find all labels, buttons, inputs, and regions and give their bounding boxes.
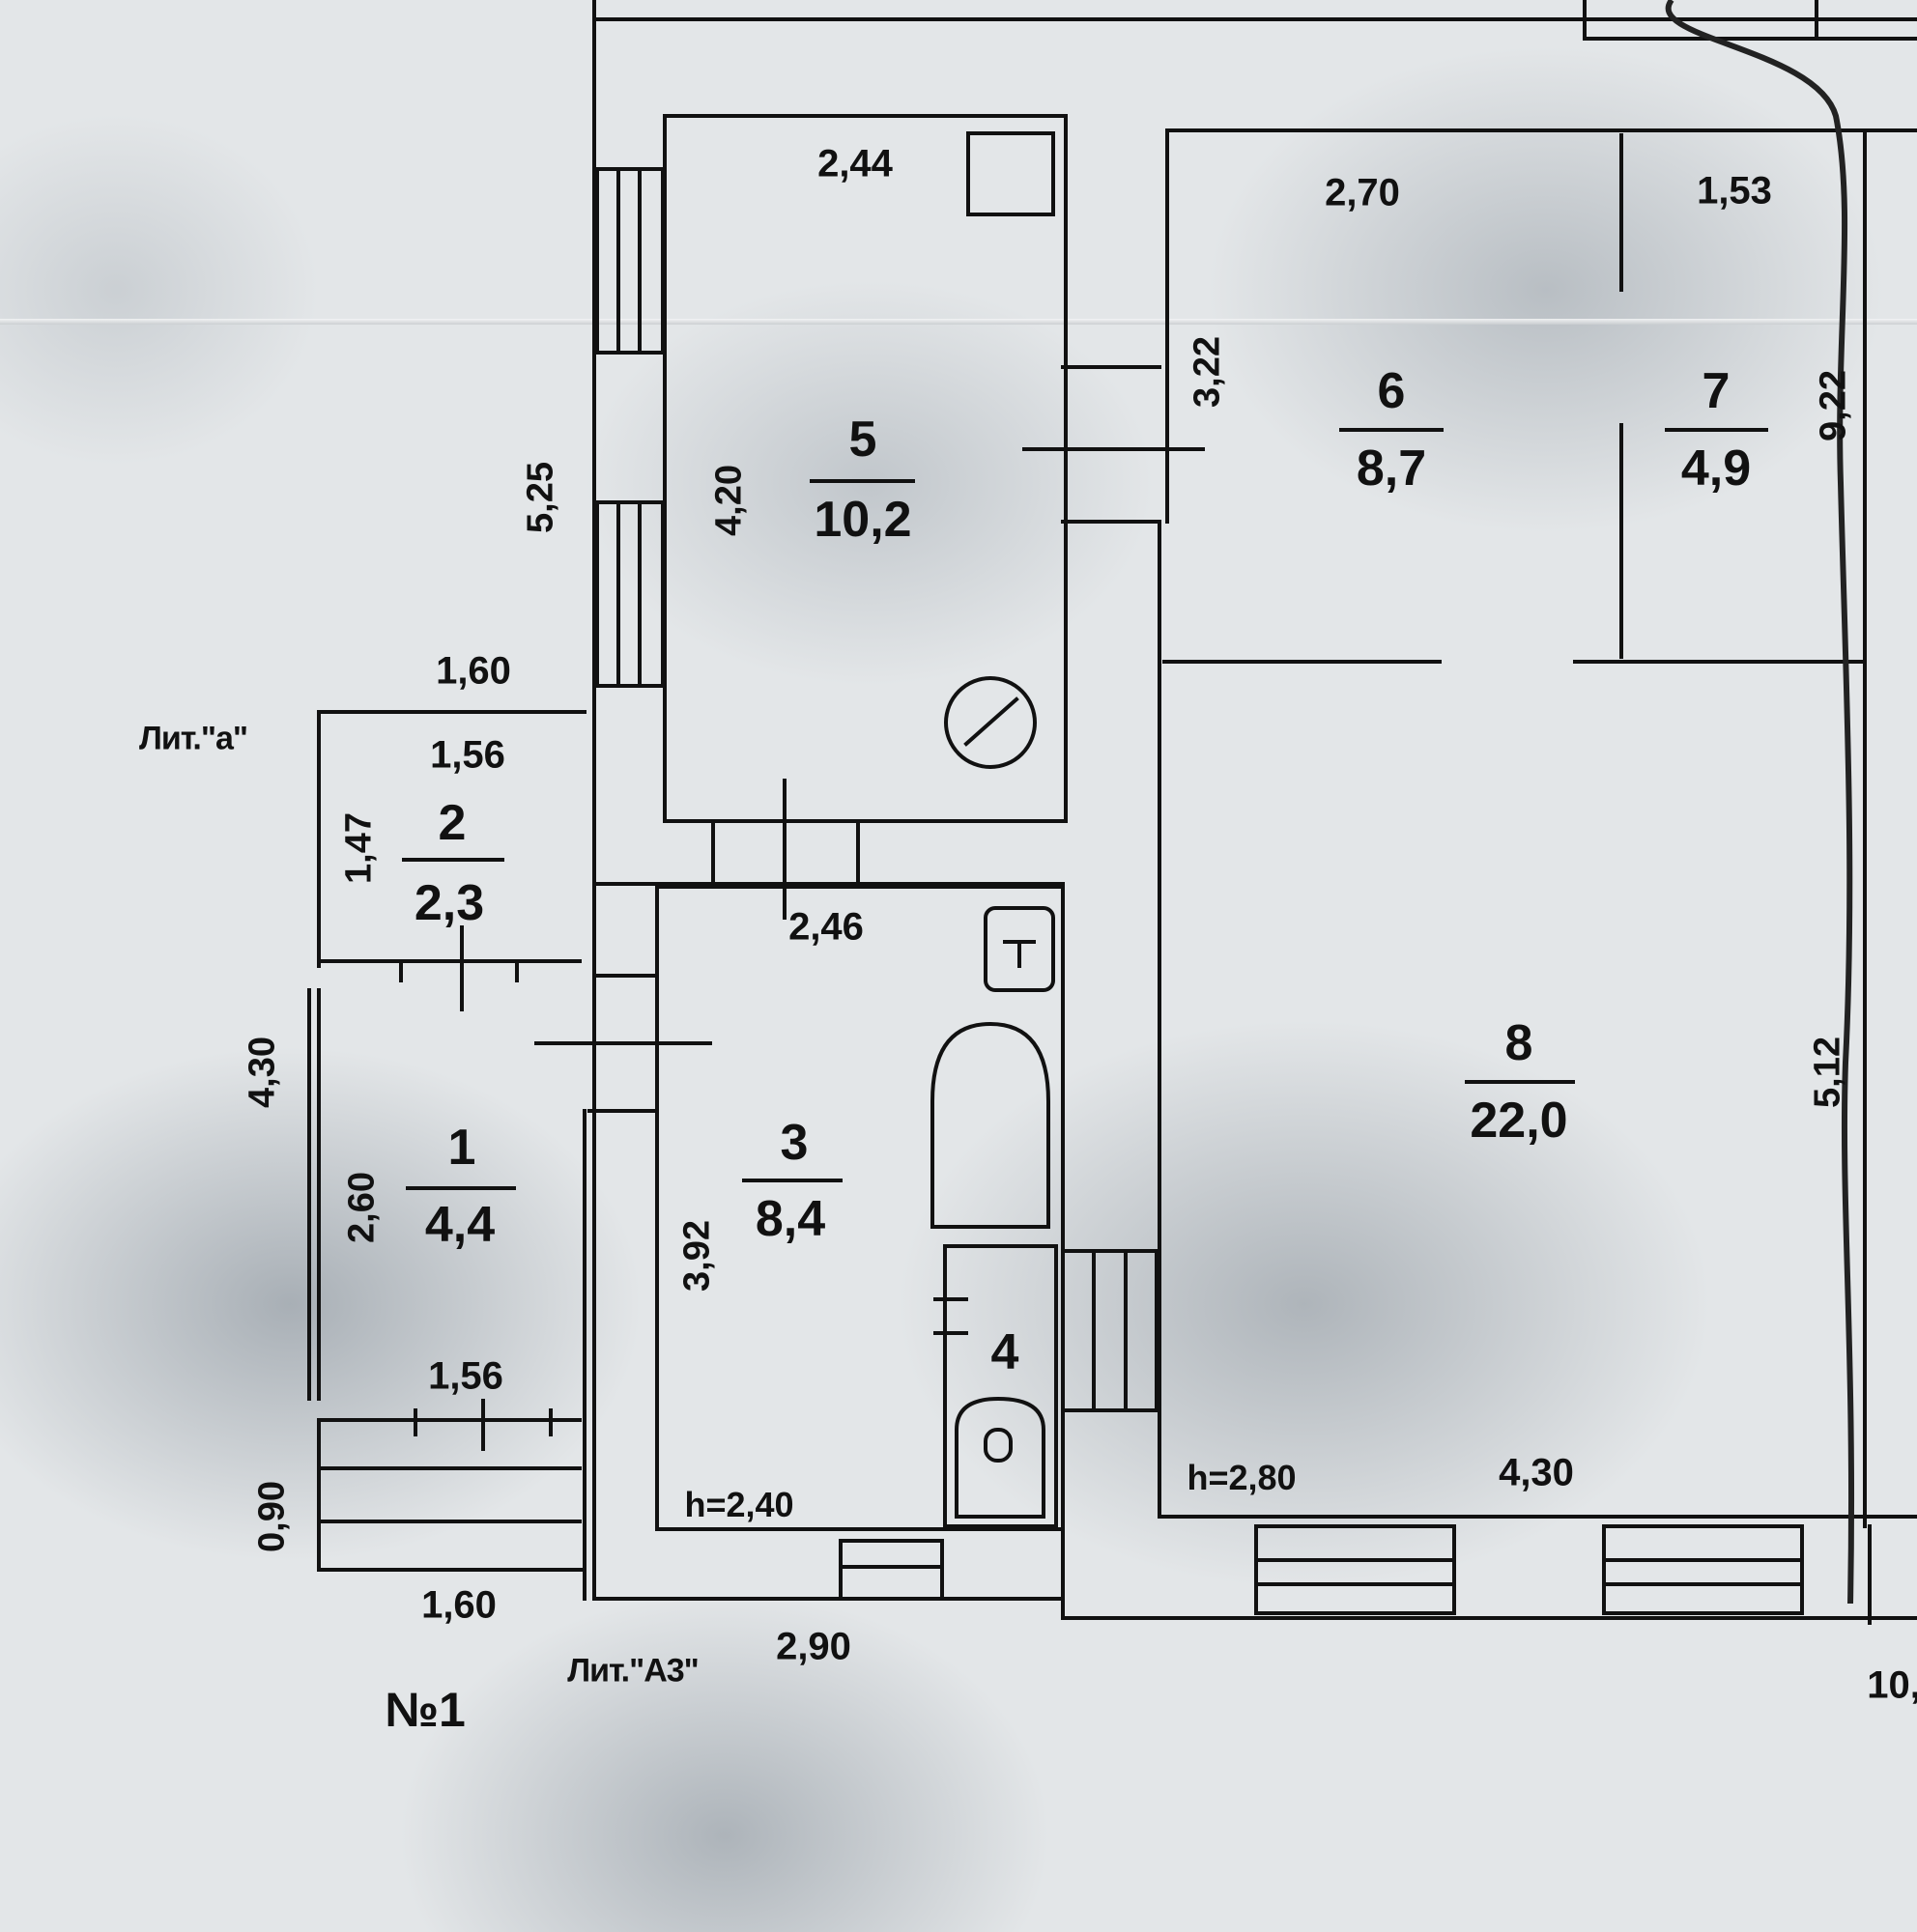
room1-number: 1 — [447, 1120, 476, 1176]
dim-room3-height: 3,92 — [676, 1220, 718, 1292]
dim-room7-width: 1,53 — [1697, 169, 1772, 213]
dim-room5-height: 4,20 — [708, 465, 750, 536]
dim-corridor-height: 5,25 — [520, 462, 561, 533]
room3-number: 3 — [780, 1115, 809, 1171]
dim-a3-width: 2,90 — [776, 1625, 851, 1668]
dim-lit-a-width-top: 1,60 — [436, 649, 511, 693]
room5-number: 5 — [848, 412, 877, 468]
paper-crease — [0, 319, 1917, 325]
dim-room3-width: 2,46 — [788, 905, 864, 949]
dim-room6-width: 2,70 — [1325, 171, 1400, 214]
room4-number: 4 — [990, 1324, 1019, 1380]
room3-ceiling-height: h=2,40 — [684, 1485, 794, 1524]
room8-number: 8 — [1504, 1015, 1533, 1071]
dim-room6-height: 3,22 — [1187, 336, 1228, 408]
dim-lit-a-width-bottom: 1,60 — [421, 1583, 497, 1627]
dim-total-width-partial: 10, — [1867, 1663, 1917, 1707]
room7-area: 4,9 — [1680, 440, 1752, 497]
room1-area: 4,4 — [424, 1197, 496, 1253]
dim-room8-width: 4,30 — [1499, 1451, 1574, 1494]
dim-room2-height: 1,47 — [338, 812, 380, 884]
dim-room1-height: 2,60 — [341, 1172, 383, 1243]
litera-a3-label: Лит."А3" — [567, 1652, 700, 1690]
dim-room5-width: 2,44 — [817, 142, 893, 185]
plan-number: №1 — [385, 1683, 466, 1737]
room5-area: 10,2 — [814, 492, 912, 548]
room2-number: 2 — [438, 795, 467, 851]
hand-drawn-line — [1665, 0, 1855, 1605]
litera-a-label: Лит."а" — [138, 720, 248, 757]
room8-area: 22,0 — [1470, 1093, 1568, 1149]
dim-lit-a-height: 4,30 — [242, 1037, 283, 1108]
room8-ceiling-height: h=2,80 — [1187, 1458, 1297, 1497]
room2-area: 2,3 — [414, 875, 485, 931]
room7-number: 7 — [1702, 363, 1731, 419]
room3-area: 8,4 — [755, 1191, 826, 1247]
room6-area: 8,7 — [1356, 440, 1427, 497]
dim-right-wall-height: 9,22 — [1813, 370, 1854, 441]
dim-porch-height: 0,90 — [251, 1481, 293, 1552]
room6-number: 6 — [1377, 363, 1406, 419]
dim-room8-height: 5,12 — [1807, 1037, 1848, 1108]
dim-room2-width: 1,56 — [430, 733, 505, 777]
dim-room1-width: 1,56 — [428, 1354, 503, 1398]
